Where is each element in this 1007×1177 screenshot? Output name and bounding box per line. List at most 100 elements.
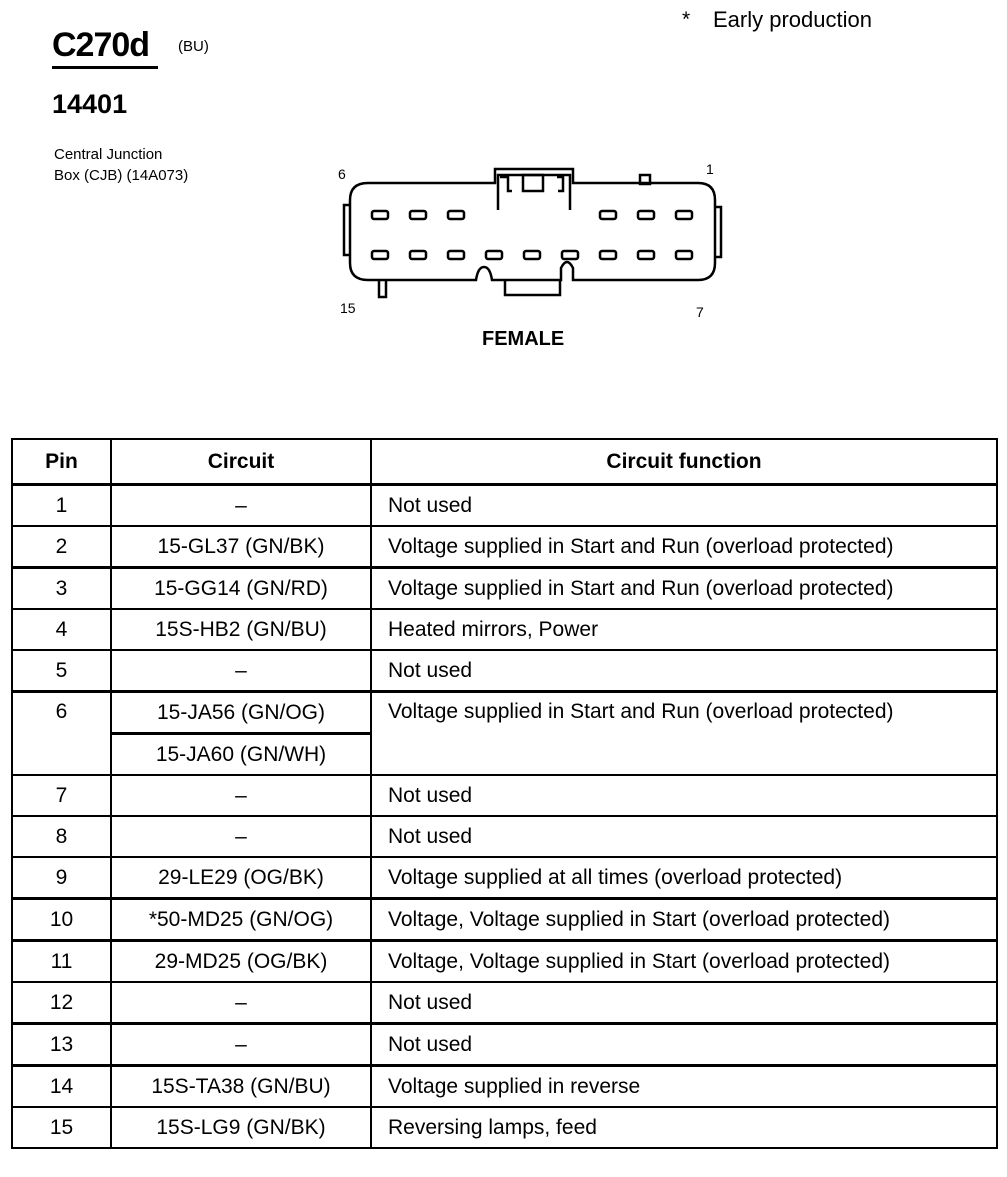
table-row: 5 – Not used (11, 649, 998, 693)
function-cell: Not used (370, 981, 998, 1025)
pin-cell: 3 (11, 566, 112, 610)
table-row: 12 – Not used (11, 981, 998, 1025)
pin-table: Pin Circuit Circuit function 1 – Not use… (11, 438, 998, 1149)
pin-cell: 5 (11, 649, 112, 693)
function-cell: Not used (370, 774, 998, 817)
right-latch (715, 205, 723, 259)
circuit-cell: – (110, 483, 372, 527)
pin-cell: 12 (11, 981, 112, 1025)
circuit-cell: 15-JA60 (GN/WH) (110, 732, 372, 776)
table-row: 15-JA60 (GN/WH) (12, 732, 997, 776)
table-row: 9 29-LE29 (OG/BK) Voltage supplied at al… (11, 856, 998, 900)
circuit-cell: 15S-HB2 (GN/BU) (110, 608, 372, 651)
top-lock-left (500, 175, 512, 193)
cavity-6 (446, 209, 466, 221)
circuit-cell: 29-LE29 (OG/BK) (110, 856, 372, 900)
top-right-nub (638, 173, 652, 186)
circuit-cell: 15-JA56 (GN/OG) (110, 690, 372, 735)
connector-body-outline (348, 167, 717, 282)
circuit-cell: – (110, 649, 372, 693)
table-row: 7 – Not used (11, 774, 998, 817)
cavity-3 (598, 209, 618, 221)
pin-label-bottom-left: 15 (340, 300, 356, 316)
cavity-8 (370, 209, 390, 221)
function-cell: Not used (370, 483, 998, 527)
pin-cell: 13 (11, 1022, 112, 1067)
table-row: 1 – Not used (11, 483, 998, 527)
function-cell: Voltage supplied in reverse (370, 1064, 998, 1108)
connector-face-diagram: 6 1 15 7 FEMALE (338, 161, 723, 350)
pin-cell: 11 (11, 939, 112, 983)
circuit-cell: 29-MD25 (OG/BK) (110, 939, 372, 983)
circuit-cell: *50-MD25 (GN/OG) (110, 897, 372, 942)
connector-id-underline (52, 66, 158, 69)
circuit-cell: – (110, 1022, 372, 1067)
table-row: 3 15-GG14 (GN/RD) Voltage supplied in St… (11, 566, 998, 610)
component-name-line1: Central Junction (54, 146, 163, 163)
table-row: 15 15S-LG9 (GN/BK) Reversing lamps, feed (11, 1106, 998, 1149)
top-lock-center (521, 173, 545, 193)
pin-label-bottom-right: 7 (696, 304, 704, 320)
circuit-cell: 15-GL37 (GN/BK) (110, 525, 372, 569)
circuit-cell: – (110, 774, 372, 817)
circuit-cell: 15S-TA38 (GN/BU) (110, 1064, 372, 1108)
cavity-13 (446, 249, 466, 261)
pin-cell: 8 (11, 815, 112, 858)
table-row: 6 15-JA56 (GN/OG) Voltage supplied in St… (11, 690, 998, 776)
bottom-tab (503, 280, 562, 297)
table-row: 14 15S-TA38 (GN/BU) Voltage supplied in … (11, 1064, 998, 1108)
pin-cell: 14 (11, 1064, 112, 1108)
pin-cell: 4 (11, 608, 112, 651)
cavity-15 (370, 249, 390, 261)
circuit-cell: – (110, 981, 372, 1025)
cavity-9 (598, 249, 618, 261)
cavity-7 (674, 249, 694, 261)
note-symbol: * (682, 8, 691, 31)
cavity-11 (522, 249, 542, 261)
function-cell: Voltage supplied at all times (overload … (370, 856, 998, 900)
cavity-8b (636, 249, 656, 261)
table-row: 13 – Not used (11, 1022, 998, 1067)
function-cell: Voltage supplied in Start and Run (overl… (370, 566, 998, 610)
cavity-10 (560, 249, 580, 261)
table-header-row: Pin Circuit Circuit function (11, 438, 998, 486)
cavity-7t (408, 209, 428, 221)
pin-label-top-left: 6 (338, 166, 346, 182)
function-cell: Not used (370, 649, 998, 693)
top-lock-right (557, 175, 565, 193)
circuit-cell: 15-GG14 (GN/RD) (110, 566, 372, 610)
pin-cell: 7 (11, 774, 112, 817)
cavity-14 (408, 249, 428, 261)
cavity-2 (636, 209, 656, 221)
table-row: 4 15S-HB2 (GN/BU) Heated mirrors, Power (11, 608, 998, 651)
header-circuit: Circuit (110, 438, 372, 486)
part-number: 14401 (52, 89, 128, 119)
gender-label: FEMALE (482, 328, 564, 350)
connector-color: (BU) (178, 38, 209, 55)
header-pin: Pin (11, 438, 112, 486)
left-latch (342, 203, 350, 257)
circuit-cell: 15S-LG9 (GN/BK) (110, 1106, 372, 1149)
table-row: 2 15-GL37 (GN/BK) Voltage supplied in St… (11, 525, 998, 569)
component-name: Central Junction Box (CJB) (14A073) (54, 144, 188, 186)
pin-cell: 10 (11, 897, 112, 942)
cavity-1 (674, 209, 694, 221)
header-function: Circuit function (370, 438, 998, 486)
function-cell: Voltage supplied in Start and Run (overl… (370, 690, 998, 776)
pin-cell: 6 (11, 690, 112, 776)
table-row: 11 29-MD25 (OG/BK) Voltage, Voltage supp… (11, 939, 998, 983)
function-cell: Not used (370, 815, 998, 858)
function-cell: Heated mirrors, Power (370, 608, 998, 651)
circuit-cell: – (110, 815, 372, 858)
function-cell: Voltage supplied in Start and Run (overl… (370, 525, 998, 569)
function-cell: Voltage, Voltage supplied in Start (over… (370, 897, 998, 942)
table-row: 8 – Not used (11, 815, 998, 858)
pin-cell: 1 (11, 483, 112, 527)
table-row: 10 *50-MD25 (GN/OG) Voltage, Voltage sup… (11, 897, 998, 942)
pin-label-top-right: 1 (706, 161, 714, 177)
pin-cell: 9 (11, 856, 112, 900)
function-cell: Voltage, Voltage supplied in Start (over… (370, 939, 998, 983)
cavity-12 (484, 249, 504, 261)
function-cell: Not used (370, 1022, 998, 1067)
connector-id: C270d (52, 26, 150, 64)
